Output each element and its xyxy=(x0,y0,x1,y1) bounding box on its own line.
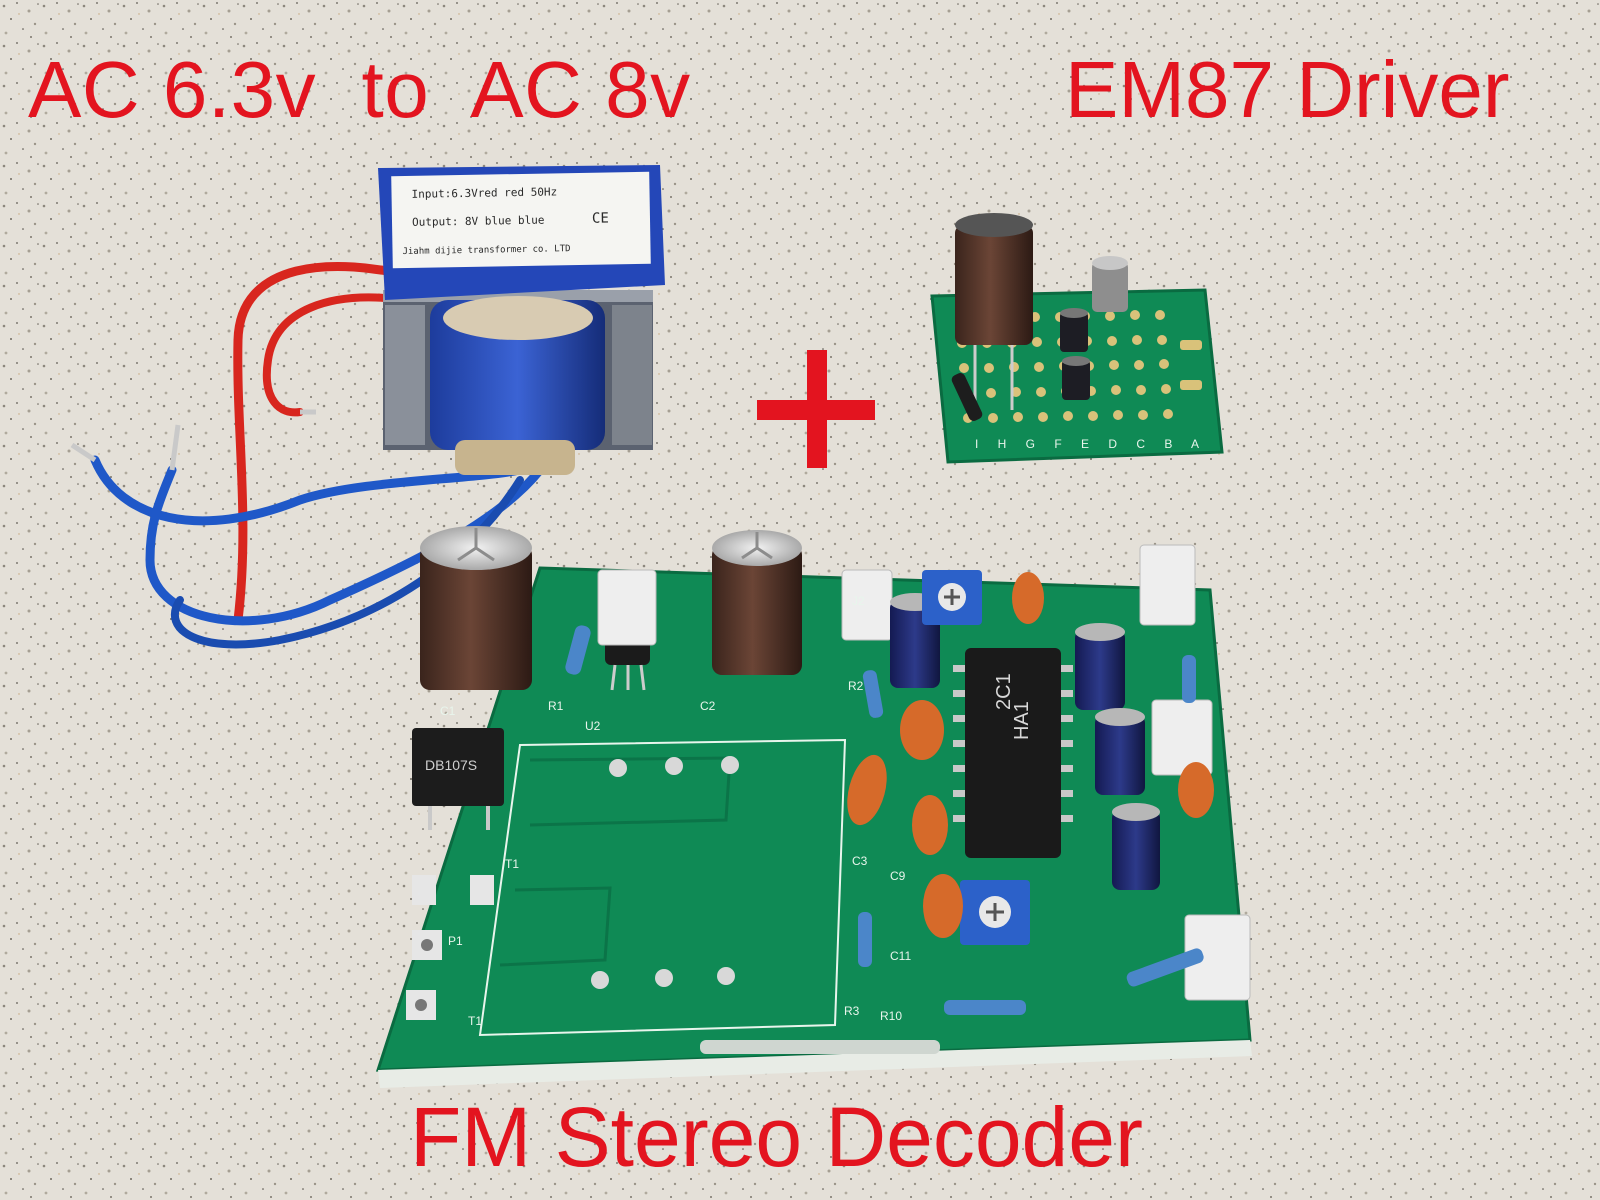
svg-text:C11: C11 xyxy=(890,949,911,963)
filter-capacitor xyxy=(420,545,532,690)
svg-text:T1: T1 xyxy=(468,1014,482,1028)
bridge-rectifier xyxy=(412,728,504,806)
bridge-rectifier-label: DB107S xyxy=(425,757,477,773)
svg-text:C1: C1 xyxy=(440,704,456,718)
film-capacitor xyxy=(1178,762,1214,818)
caption-em87-driver: EM87 Driver xyxy=(1065,45,1510,134)
white-connector xyxy=(1151,699,1213,776)
resistor xyxy=(1182,655,1196,703)
transformer-label-input: Input:6.3Vred red 50Hz xyxy=(411,185,557,201)
filter-capacitor xyxy=(712,545,802,675)
fm-stereo-decoder-board: P1 T1 T1 DB107S C1 C2 R1 U2 xyxy=(375,526,1252,1088)
resistor xyxy=(862,670,884,718)
plus-sign xyxy=(757,350,875,468)
blue-capacitor xyxy=(1075,630,1125,710)
transformer-label-output: Output: 8V blue blue xyxy=(412,214,545,229)
resistor xyxy=(858,912,872,967)
svg-text:R10: R10 xyxy=(880,1009,902,1023)
transformer-label-maker: Jiahm dijie transformer co. LTD xyxy=(402,244,570,257)
ce-mark: CE xyxy=(592,210,609,226)
film-capacitor xyxy=(923,874,963,938)
transformer-label-sticker xyxy=(391,171,651,269)
white-connector xyxy=(1139,544,1196,626)
ic-label-top: 2C1 xyxy=(993,673,1015,710)
resistor xyxy=(944,1000,1026,1015)
blue-capacitor xyxy=(1112,810,1160,890)
electrolytic-capacitor xyxy=(955,225,1033,345)
caption-transformer: AC 6.3v to AC 8v xyxy=(28,45,691,134)
svg-text:C3: C3 xyxy=(852,854,868,868)
svg-text:J2: J2 xyxy=(852,594,865,608)
transformer-coil xyxy=(430,300,605,450)
red-wire xyxy=(262,293,409,417)
svg-text:C2: C2 xyxy=(700,699,716,713)
svg-text:R2: R2 xyxy=(848,679,864,693)
decoder-ic: 2C1 HA1 xyxy=(953,648,1073,858)
blue-wire xyxy=(90,455,525,526)
driver-board-column-labels: I H G F E D C B A xyxy=(975,437,1207,451)
film-capacitor xyxy=(900,700,944,760)
svg-text:T1: T1 xyxy=(505,857,519,871)
resistor xyxy=(1126,948,1204,987)
resistor xyxy=(565,625,591,675)
film-capacitor xyxy=(1012,572,1044,624)
white-connector xyxy=(597,569,657,646)
ic-label-bottom: HA1 xyxy=(1011,701,1033,740)
svg-text:P1: P1 xyxy=(448,934,463,948)
svg-text:C9: C9 xyxy=(890,869,906,883)
svg-text:R3: R3 xyxy=(844,1004,860,1018)
caption-fm-stereo-decoder: FM Stereo Decoder xyxy=(410,1090,1143,1184)
small-capacitor xyxy=(1092,262,1128,312)
red-wire xyxy=(233,262,425,625)
svg-text:R1: R1 xyxy=(548,699,564,713)
em87-driver-board: I H G F E D C B A xyxy=(930,213,1224,464)
svg-text:U2: U2 xyxy=(585,719,601,733)
film-capacitor xyxy=(912,795,948,855)
film-capacitor xyxy=(847,754,887,826)
blue-capacitor xyxy=(1095,715,1145,795)
transformer: Input:6.3Vred red 50Hz Output: 8V blue b… xyxy=(70,165,665,649)
